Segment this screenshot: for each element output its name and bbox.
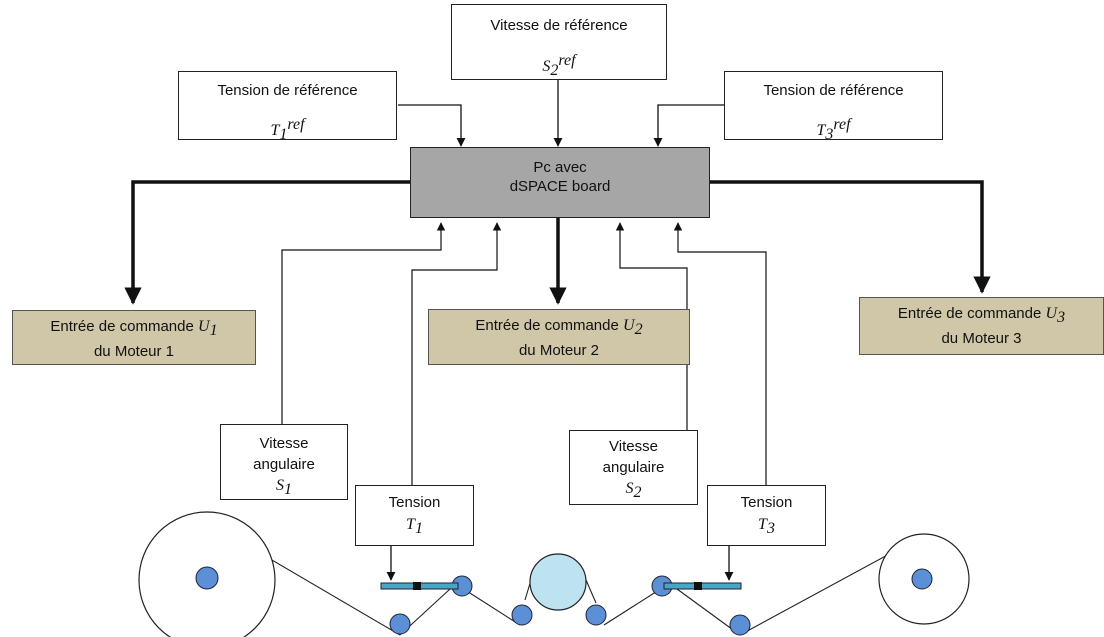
angular-speed-s2-line-1: Vitesse [609, 438, 658, 455]
command-arrows [124, 180, 991, 305]
tension-sensor-3 [663, 582, 742, 590]
reference-tension-t1-box: Tension de référence T1ref [178, 71, 397, 143]
angular-speed-s1-box: Vitesse angulaire S1 [220, 424, 348, 500]
tension-t3-symbol: T3 [758, 516, 775, 537]
angular-speed-s1-line-2: angulaire [253, 456, 315, 473]
angular-speed-s2-line-2: angulaire [602, 459, 665, 476]
reference-speed-s2-symbol: S2ref [542, 52, 576, 79]
angular-speed-s1-symbol: S1 [276, 477, 292, 498]
reference-tension-t3-symbol: T3ref [816, 116, 851, 143]
web-mechanism [138, 511, 970, 637]
arrow-t3-ref [653, 104, 724, 147]
pc-dspace-box: Pc avec dSPACE board [410, 147, 710, 218]
motor-2-name: du Moteur 2 [518, 342, 600, 359]
rewind-hub [911, 568, 933, 590]
motor-1-name: du Moteur 1 [93, 343, 175, 360]
roller [389, 613, 411, 635]
motor-2-command-label: Entrée de commande U2 [475, 317, 643, 338]
reference-tension-t1-label: Tension de référence [217, 82, 358, 99]
reference-speed-s2-box: Vitesse de référence S2ref [451, 4, 667, 80]
reference-tension-t3-label: Tension de référence [763, 82, 904, 99]
motor-3-command-label: Entrée de commande U3 [897, 305, 1066, 326]
tension-t1-box: Tension T1 [355, 485, 474, 546]
roller [511, 604, 533, 626]
tension-t3-line-1: Tension [740, 494, 793, 511]
tension-sensor-1 [380, 582, 459, 590]
angular-speed-s1-line-1: Vitesse [259, 435, 309, 452]
arrow-to-m1 [124, 180, 410, 305]
motor-3-name: du Moteur 3 [941, 330, 1022, 347]
angular-speed-s2-box: Vitesse angulaire S2 [569, 430, 698, 505]
motor-1-command-box: Entrée de commande U1 du Moteur 1 [12, 310, 256, 365]
pc-line-2: dSPACE board [509, 178, 611, 195]
center-drum [529, 553, 587, 611]
unwind-hub [195, 566, 219, 590]
pc-line-1: Pc avec [533, 159, 587, 176]
roller [585, 604, 607, 626]
tension-t1-symbol: T1 [406, 516, 423, 537]
feedback-arrows [281, 222, 767, 485]
feedback-t3 [673, 222, 767, 485]
feedback-s1 [281, 222, 446, 424]
reference-arrows [398, 80, 724, 147]
arrow-t1-ref [398, 104, 466, 147]
motor-2-command-box: Entrée de commande U2 du Moteur 2 [428, 309, 690, 365]
reference-speed-s2-label: Vitesse de référence [490, 17, 628, 34]
motor-1-command-label: Entrée de commande U1 [50, 318, 218, 339]
sensor-arrows [386, 546, 734, 581]
angular-speed-s2-symbol: S2 [625, 480, 642, 501]
reference-tension-t3-box: Tension de référence T3ref [724, 71, 943, 143]
feedback-t1 [411, 222, 502, 485]
arrow-to-m3 [710, 180, 991, 294]
motor-3-command-box: Entrée de commande U3 du Moteur 3 [859, 297, 1104, 355]
tension-t1-line-1: Tension [388, 494, 441, 511]
tension-t3-box: Tension T3 [707, 485, 826, 546]
roller [729, 614, 751, 636]
reference-tension-t1-symbol: T1ref [270, 116, 305, 143]
